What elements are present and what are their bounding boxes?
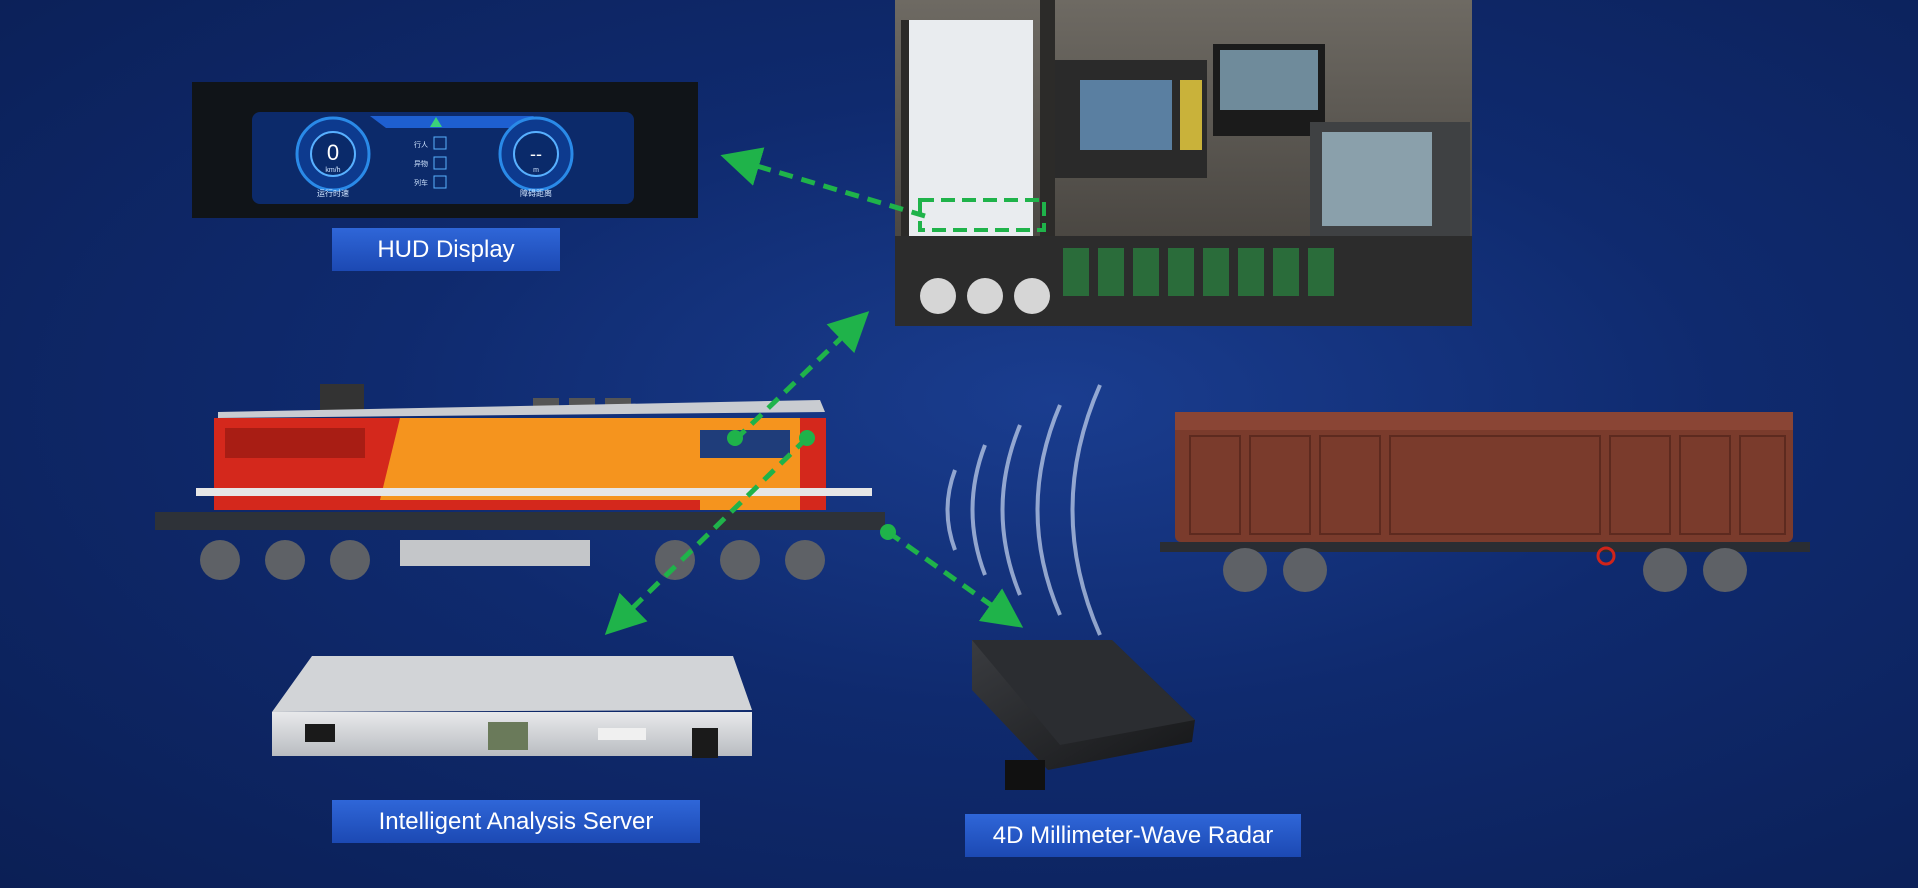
cab-photo: [895, 0, 1472, 326]
hud-speed-value: 0: [327, 140, 339, 165]
arrow-dot: [727, 430, 743, 446]
boxcar: [1160, 412, 1810, 592]
hud-menu-item: 列车: [414, 178, 428, 187]
hud-display-label: HUD Display: [332, 228, 560, 271]
hud-gauge-right-unit: m: [533, 167, 539, 174]
radar-device: [972, 640, 1195, 790]
hud-right-caption: 障碍距离: [520, 188, 552, 198]
hud-speed-unit: km/h: [325, 167, 340, 174]
connection-arrows: [604, 147, 1024, 635]
locomotive: [155, 384, 885, 580]
server-device: [272, 656, 752, 758]
hud-gauge-right-value: --: [530, 144, 542, 164]
arrow-dot: [880, 524, 896, 540]
radar-waves-icon: [945, 384, 1102, 636]
hud-menu-item: 异物: [414, 159, 428, 168]
hud-photo: [192, 82, 698, 218]
hud-menu-item: 行人: [414, 140, 428, 149]
hud-left-caption: 运行时速: [317, 188, 349, 198]
millimeter-wave-radar-label: 4D Millimeter-Wave Radar: [965, 814, 1301, 857]
arrow-dot: [799, 430, 815, 446]
intelligent-analysis-server-label: Intelligent Analysis Server: [332, 800, 700, 843]
